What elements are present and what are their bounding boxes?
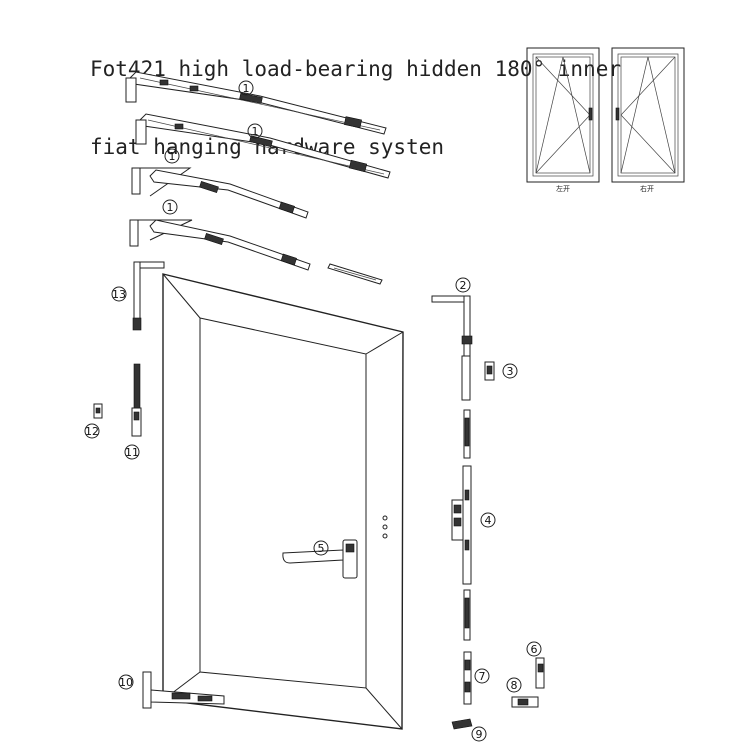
diagram-title: Fot421 high load-bearing hidden 180° inn… [90, 4, 690, 186]
bottom-keeper-9 [451, 718, 473, 730]
window-right-caption: 右开 [640, 184, 654, 193]
svg-text:4: 4 [485, 514, 492, 527]
callout-4: 4 [480, 512, 496, 528]
callout-1c: 1 [164, 148, 180, 164]
svg-text:6: 6 [531, 643, 538, 656]
callout-9: 9 [471, 726, 487, 742]
svg-text:11: 11 [125, 446, 139, 459]
callout-12: 12 [84, 423, 100, 439]
door-handle [282, 515, 388, 579]
bottom-hinge [142, 671, 225, 709]
right-rod-lower [463, 589, 471, 641]
svg-text:10: 10 [119, 676, 133, 689]
svg-text:7: 7 [479, 670, 486, 683]
left-small-keeper [93, 403, 103, 419]
small-connector-bar [327, 263, 383, 285]
title-line-2: fiat hanging hardware systen [90, 135, 445, 159]
svg-text:1: 1 [169, 150, 176, 163]
main-gearbox-4 [451, 465, 472, 585]
svg-text:2: 2 [460, 279, 467, 292]
right-rod-upper [463, 409, 471, 459]
callout-1a: 1 [238, 80, 254, 96]
svg-text:5: 5 [318, 542, 325, 555]
keeper-6 [535, 657, 545, 689]
top-hinge-arm-4 [129, 219, 311, 271]
svg-text:1: 1 [243, 82, 250, 95]
svg-text:3: 3 [507, 365, 514, 378]
callout-2: 2 [455, 277, 471, 293]
callout-10: 10 [118, 674, 134, 690]
svg-text:1: 1 [167, 201, 174, 214]
striker-keeper-3 [484, 361, 495, 381]
top-corner-bracket [132, 261, 165, 331]
top-right-corner-drive [431, 295, 473, 401]
callout-6: 6 [526, 641, 542, 657]
callout-1b: 1 [247, 123, 263, 139]
window-right-opening-drawing [611, 47, 685, 183]
svg-text:12: 12 [85, 425, 99, 438]
title-line-1: Fot421 high load-bearing hidden 180° inn… [90, 57, 622, 81]
callout-7: 7 [474, 668, 490, 684]
top-hinge-arm-2 [135, 113, 391, 179]
door-panel [162, 273, 404, 730]
top-hinge-arm-3 [131, 167, 309, 219]
window-left-opening-drawing [526, 47, 600, 183]
callout-3: 3 [502, 363, 518, 379]
callout-8: 8 [506, 677, 522, 693]
callout-11: 11 [124, 444, 140, 460]
svg-text:9: 9 [476, 728, 483, 741]
svg-text:1: 1 [252, 125, 259, 138]
callout-1d: 1 [162, 199, 178, 215]
top-hinge-arm-1 [125, 71, 387, 135]
callout-13: 13 [111, 286, 127, 302]
keeper-8 [511, 696, 539, 708]
svg-text:13: 13 [112, 288, 126, 301]
window-left-caption: 左开 [556, 184, 570, 193]
bottom-corner-drive-7 [463, 651, 472, 705]
callout-5: 5 [313, 540, 329, 556]
svg-text:8: 8 [511, 679, 518, 692]
left-connecting-rod [131, 363, 142, 437]
